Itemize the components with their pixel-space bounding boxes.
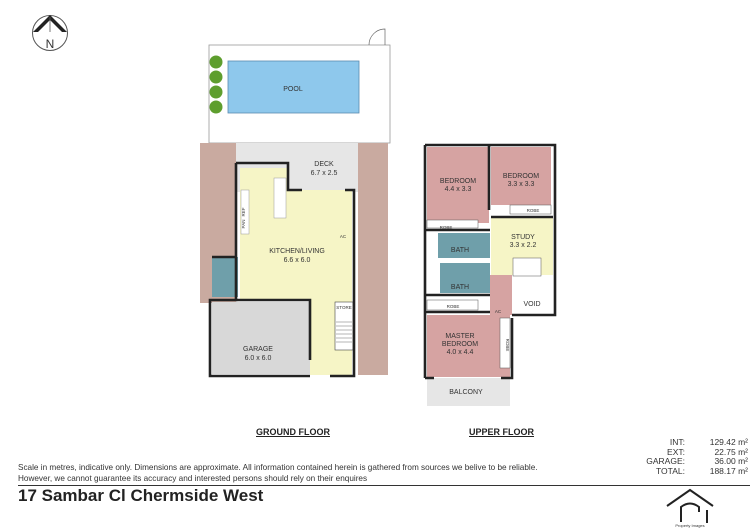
- garage-dim: 6.0 x 6.0: [245, 355, 272, 362]
- store-label: STORE: [336, 305, 351, 310]
- ac-upper-label: AC: [495, 309, 502, 314]
- area-row: INT:129.42 m²: [669, 437, 748, 447]
- pantry: [240, 189, 250, 235]
- robe-1: [426, 219, 479, 229]
- bedroom-1-label: BEDROOM: [440, 178, 476, 185]
- master-label-2: BEDROOM: [442, 341, 478, 348]
- master-label: MASTER: [445, 333, 474, 340]
- compass-label: N: [46, 37, 55, 51]
- divider: [18, 485, 750, 486]
- bedroom-1: [427, 147, 489, 223]
- kitchen-island: [273, 177, 287, 219]
- void-label: VOID: [523, 301, 540, 308]
- robe-label: ROBE: [447, 304, 460, 309]
- balcony-label: BALCONY: [449, 389, 483, 396]
- bath-2-label: BATH: [451, 284, 469, 291]
- bedroom-2: [491, 147, 551, 205]
- bedroom-2-dim: 3.3 x 3.3: [508, 181, 535, 188]
- study-dim: 3.3 x 2.2: [510, 242, 537, 249]
- kitchen-living: [240, 168, 352, 375]
- area-row: GARAGE:36.00 m²: [646, 456, 748, 466]
- upper-floor-plan: BEDROOM 4.4 x 3.3 BEDROOM 3.3 x 3.3 ROBE…: [423, 143, 557, 406]
- bath-2: [440, 263, 490, 293]
- bath-1: [438, 233, 490, 258]
- pan-label: PAN: [241, 220, 246, 229]
- upper-walls: [423, 143, 557, 380]
- pool: [227, 60, 360, 114]
- ground-walls: [208, 161, 356, 378]
- void: [513, 278, 553, 315]
- property-images-logo: Property Images: [666, 488, 714, 528]
- property-address: 17 Sambar Cl Chermside West: [18, 486, 264, 505]
- deck-label: DECK: [314, 161, 334, 168]
- robe-master-side: [499, 317, 511, 369]
- robe-master: [426, 299, 479, 311]
- area-row: EXT:22.75 m²: [667, 446, 748, 457]
- bedroom-1-dim: 4.4 x 3.3: [445, 186, 472, 193]
- kitchen-dim: 6.6 x 6.0: [284, 257, 311, 264]
- garage: [212, 302, 310, 374]
- master-bedroom: [427, 315, 510, 377]
- bath-1-label: BATH: [451, 247, 469, 254]
- ground-floor-plan: POOL DECK 6.7 x 2.5 KITCHEN/LIVING 6.6 x…: [200, 28, 391, 378]
- kitchen-label: KITCHEN/LIVING: [269, 248, 325, 255]
- area-summary: INT:129.42 m² EXT:22.75 m² GARAGE:36.00 …: [610, 437, 748, 476]
- study-label: STUDY: [511, 234, 535, 241]
- robe-label: ROBE: [505, 339, 510, 352]
- area-row: TOTAL:188.17 m²: [656, 465, 748, 476]
- logo-text: Property Images: [675, 523, 704, 528]
- bedroom-2-label: BEDROOM: [503, 173, 539, 180]
- disclaimer: Scale in metres, indicative only. Dimens…: [18, 463, 538, 483]
- ground-floor-title: GROUND FLOOR: [256, 427, 330, 437]
- master-dim: 4.0 x 4.4: [447, 349, 474, 356]
- side-path-right: [358, 143, 388, 375]
- ac-label: AC: [340, 234, 347, 239]
- deck-dim: 6.7 x 2.5: [311, 170, 338, 177]
- stairs-upper: [512, 257, 542, 277]
- garage-label: GARAGE: [243, 346, 273, 353]
- balcony: [427, 378, 510, 406]
- hall: [490, 275, 512, 315]
- tree-icon: [209, 55, 223, 114]
- pool-label: POOL: [283, 86, 303, 93]
- ref-label: REF: [241, 207, 246, 216]
- laundry: [212, 257, 238, 297]
- robe-label: ROBE: [440, 225, 453, 230]
- north-compass-icon: N: [32, 15, 68, 51]
- upper-floor-title: UPPER FLOOR: [469, 427, 535, 437]
- robe-label: ROBE: [527, 208, 540, 213]
- gate-icon: [368, 28, 386, 46]
- robe-2: [509, 204, 552, 215]
